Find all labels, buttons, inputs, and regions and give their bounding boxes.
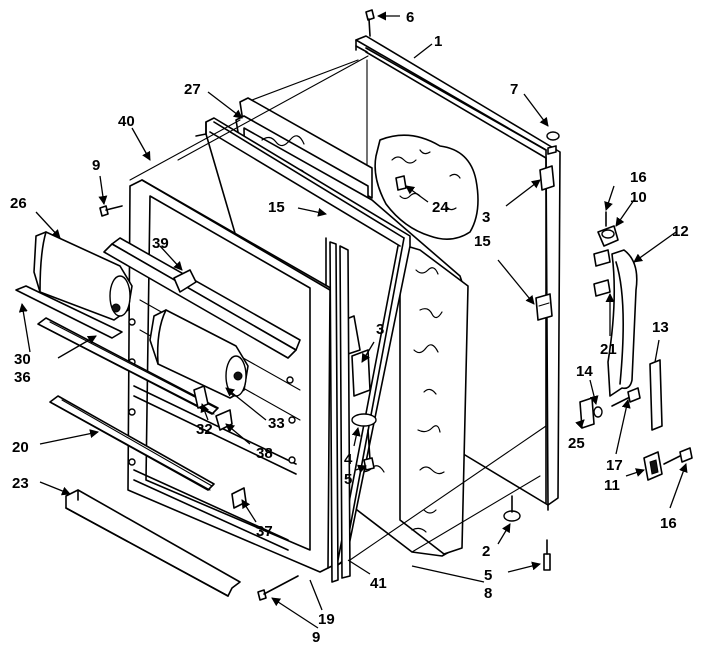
callout-19: 19 <box>318 611 335 628</box>
callout-10: 10 <box>630 189 647 206</box>
outer-door-panel <box>355 9 561 511</box>
callout-1: 1 <box>434 33 442 50</box>
handle-cap-11 <box>643 451 663 481</box>
shelf-bar-20 <box>49 395 215 491</box>
callout-15a: 15 <box>268 199 285 216</box>
foam-insulation-patch <box>374 134 479 240</box>
shelf-bar-23 <box>65 489 241 597</box>
leader-lines <box>18 11 688 629</box>
callout-16a: 16 <box>630 169 647 186</box>
callout-33: 33 <box>268 415 285 432</box>
hinge-16-10 <box>593 211 619 297</box>
door-bracket-upper <box>535 293 553 321</box>
callout-9a: 9 <box>92 157 100 174</box>
hinge-plate-25 <box>579 397 603 429</box>
callout-6: 6 <box>406 9 414 26</box>
callout-7: 7 <box>510 81 518 98</box>
callout-23: 23 <box>12 475 29 492</box>
callout-27: 27 <box>184 81 201 98</box>
callout-21: 21 <box>600 341 617 358</box>
callout-41: 41 <box>370 575 387 592</box>
callout-32: 32 <box>196 421 213 438</box>
callout-9b: 9 <box>312 629 320 646</box>
callout-37: 37 <box>256 523 273 540</box>
callout-39: 39 <box>152 235 169 252</box>
callout-17: 17 <box>606 457 623 474</box>
callout-13: 13 <box>652 319 669 336</box>
callout-36: 36 <box>14 369 31 386</box>
callout-3a: 3 <box>482 209 490 226</box>
callout-25: 25 <box>568 435 585 452</box>
callout-11: 11 <box>604 477 620 494</box>
door-bin-top <box>15 231 133 339</box>
callout-5b: 5 <box>484 567 492 584</box>
callout-40: 40 <box>118 113 135 130</box>
callout-26: 26 <box>10 195 27 212</box>
callout-12: 12 <box>672 223 689 240</box>
callout-3b: 3 <box>376 321 384 338</box>
callout-4: 4 <box>344 451 353 468</box>
callout-16b: 16 <box>660 515 677 532</box>
breaker-strip <box>329 241 351 583</box>
callout-14: 14 <box>576 363 593 380</box>
callout-30: 30 <box>14 351 31 368</box>
shelf-bar-36 <box>37 317 219 415</box>
door-handle <box>607 249 638 397</box>
callout-2: 2 <box>482 543 490 560</box>
shelf-clip-39 <box>173 269 197 293</box>
callout-labels: 6 1 7 27 40 9 26 39 15 24 3 15 16 10 12 … <box>10 9 689 646</box>
callout-38: 38 <box>256 445 273 462</box>
callout-5a: 5 <box>344 471 352 488</box>
callout-15b: 15 <box>474 233 491 250</box>
callout-8: 8 <box>484 585 492 602</box>
callout-24: 24 <box>432 199 449 216</box>
handle-trim-13 <box>649 359 663 431</box>
alignment-lines <box>129 55 547 561</box>
callout-20: 20 <box>12 439 29 456</box>
